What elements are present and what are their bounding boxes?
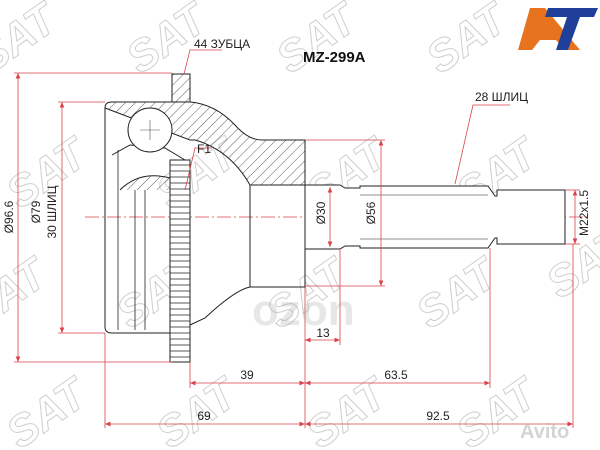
svg-text:SAT: SAT xyxy=(108,248,208,339)
ozon-watermark: ozon xyxy=(252,286,355,335)
f1-label: F1 xyxy=(197,142,211,156)
svg-text:SAT: SAT xyxy=(0,368,98,450)
dim-len-39: 39 xyxy=(240,368,254,382)
svg-text:SAT: SAT xyxy=(298,368,398,450)
teeth-label: 44 ЗУБЦА xyxy=(194,37,250,51)
outer-splines-label: 28 ШЛИЦ xyxy=(475,90,528,104)
outer-housing xyxy=(104,101,306,334)
dim-neck: Ø30 xyxy=(314,201,328,224)
abs-ring xyxy=(169,73,191,363)
dim-len-69: 69 xyxy=(197,409,211,423)
dim-len-92-5: 92.5 xyxy=(426,409,450,423)
dim-body: Ø79 xyxy=(29,200,43,223)
dim-thread: M22x1.5 xyxy=(577,190,591,236)
at-logo xyxy=(518,8,598,50)
svg-text:SAT: SAT xyxy=(268,0,368,83)
dim-len-63-5: 63.5 xyxy=(384,368,408,382)
dim-outer-ring: Ø96.6 xyxy=(2,200,16,233)
stub-shaft xyxy=(304,184,566,250)
dimension-lines xyxy=(14,49,580,428)
svg-text:SAT: SAT xyxy=(408,248,508,339)
svg-text:SAT: SAT xyxy=(0,248,58,339)
avito-watermark: Avito xyxy=(520,421,569,443)
inner-splines-label: 30 ШЛИЦ xyxy=(45,185,59,238)
svg-text:SAT: SAT xyxy=(0,0,68,83)
svg-text:SAT: SAT xyxy=(418,0,518,83)
dim-len-13: 13 xyxy=(316,326,330,340)
dim-face: Ø56 xyxy=(364,201,378,224)
part-number: MZ-299A xyxy=(303,49,366,66)
